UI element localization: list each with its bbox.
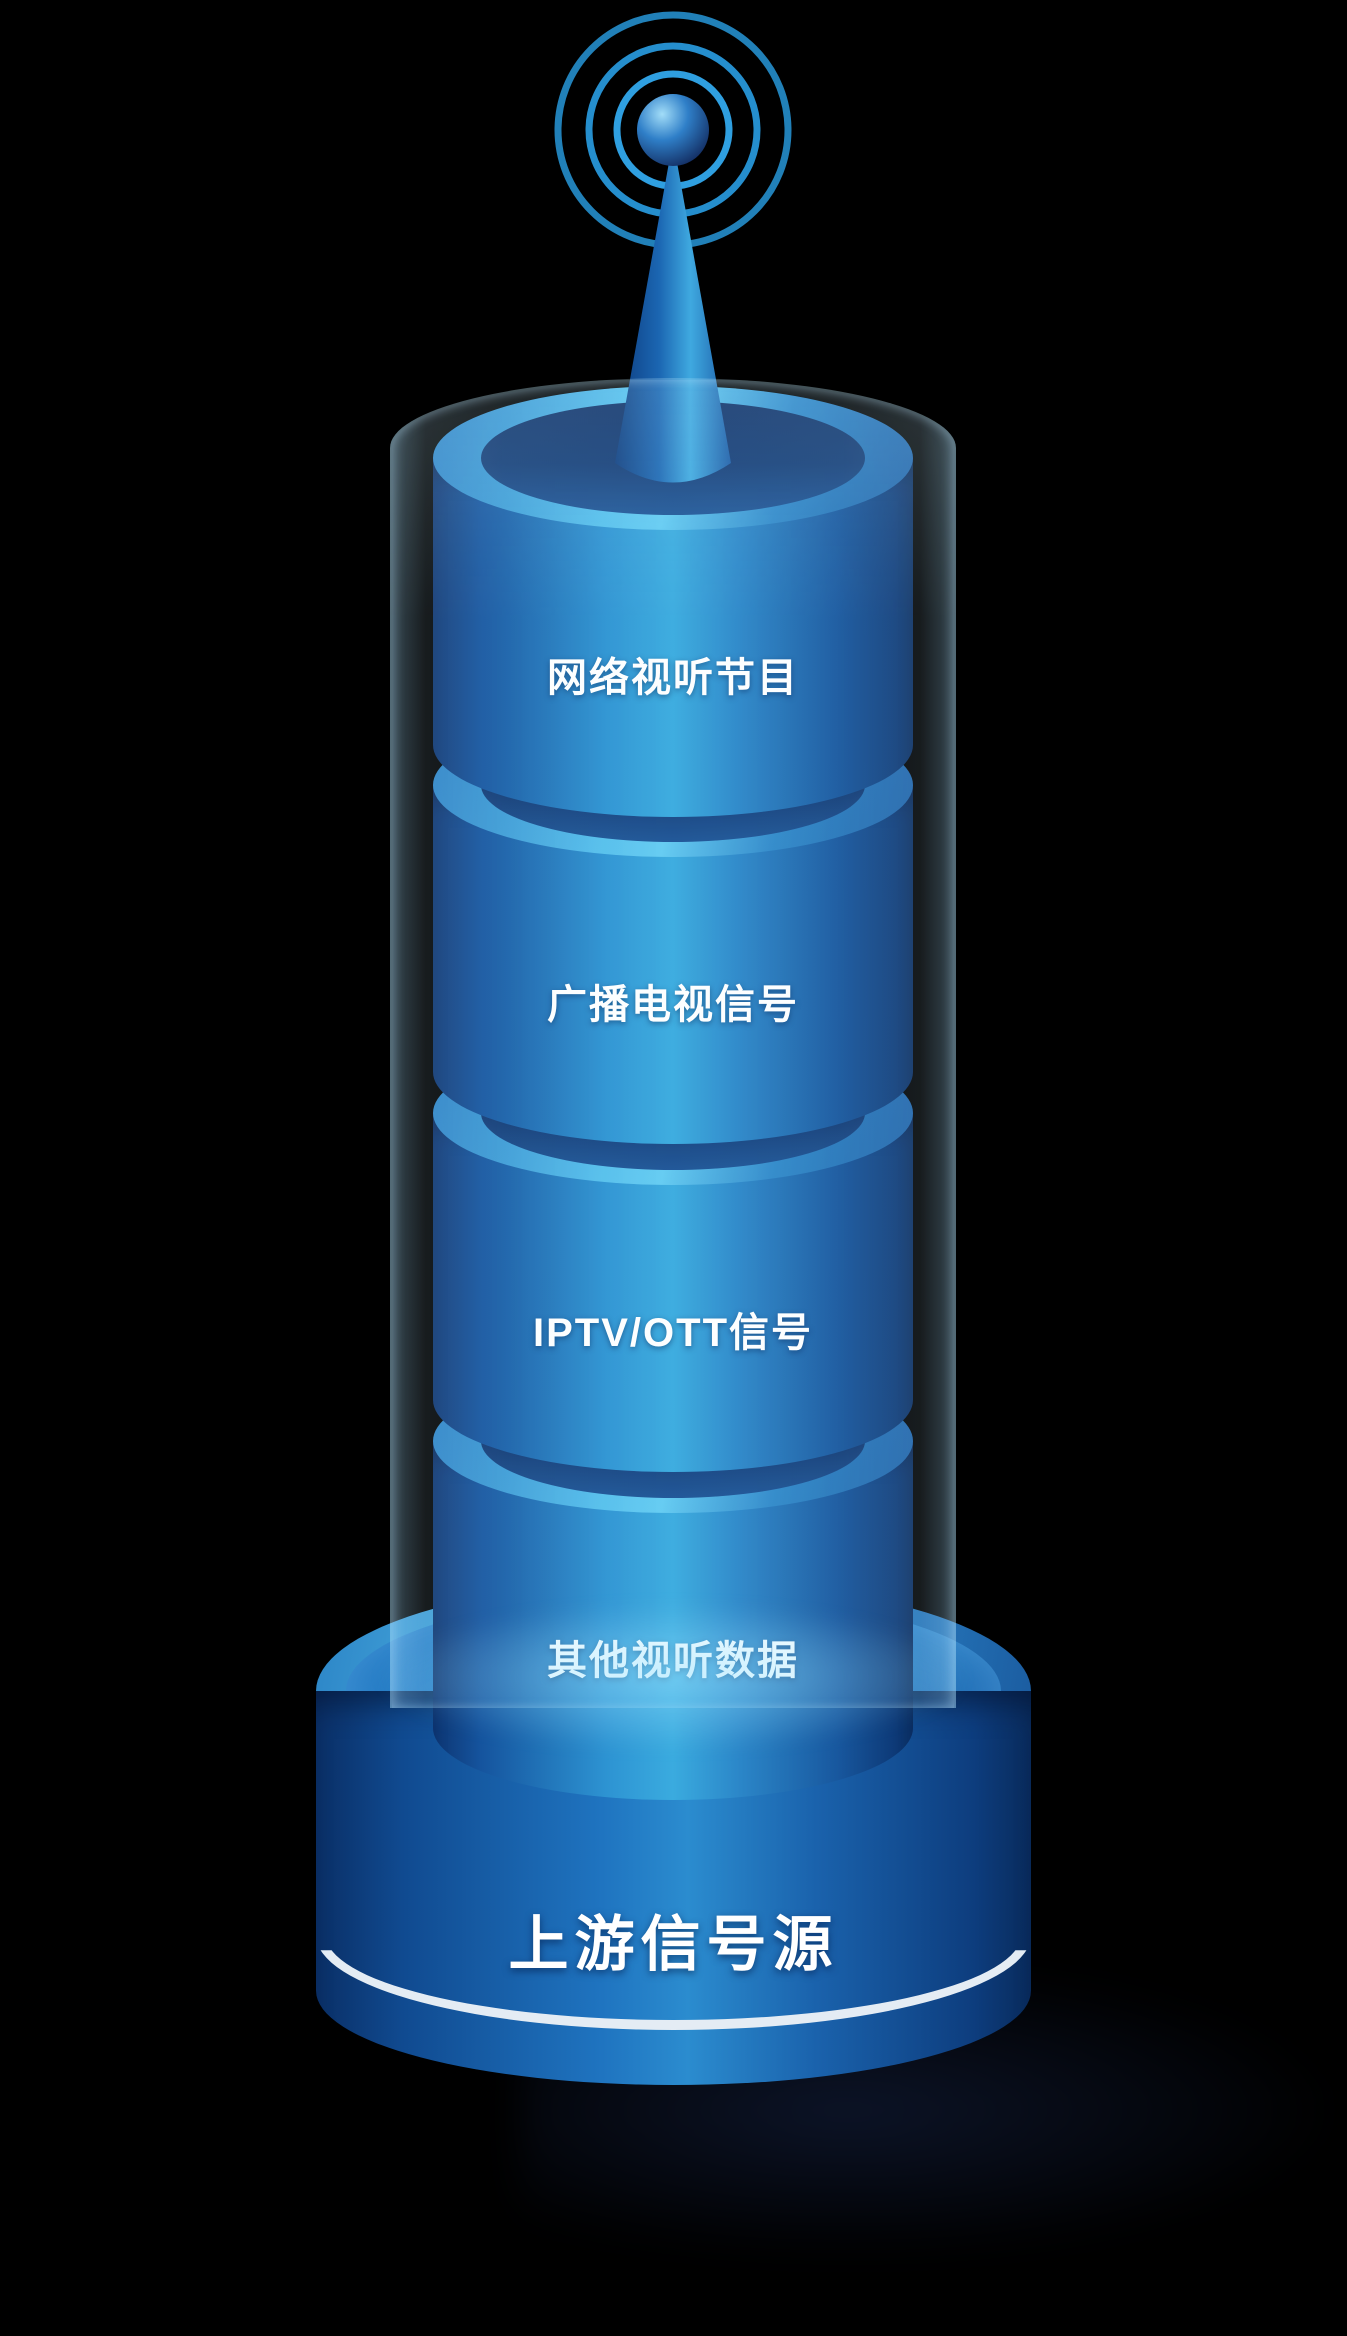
broadcast-antenna-icon xyxy=(554,11,792,483)
layer-cylinder-2: 广播电视信号 xyxy=(433,713,913,1144)
layer-label: IPTV/OTT信号 xyxy=(533,1311,813,1355)
layer-label: 其他视听数据 xyxy=(547,1639,799,1683)
base-label: 上游信号源 xyxy=(508,1911,839,1978)
layer-label: 网络视听节目 xyxy=(547,656,799,700)
layer-label: 广播电视信号 xyxy=(547,983,799,1027)
